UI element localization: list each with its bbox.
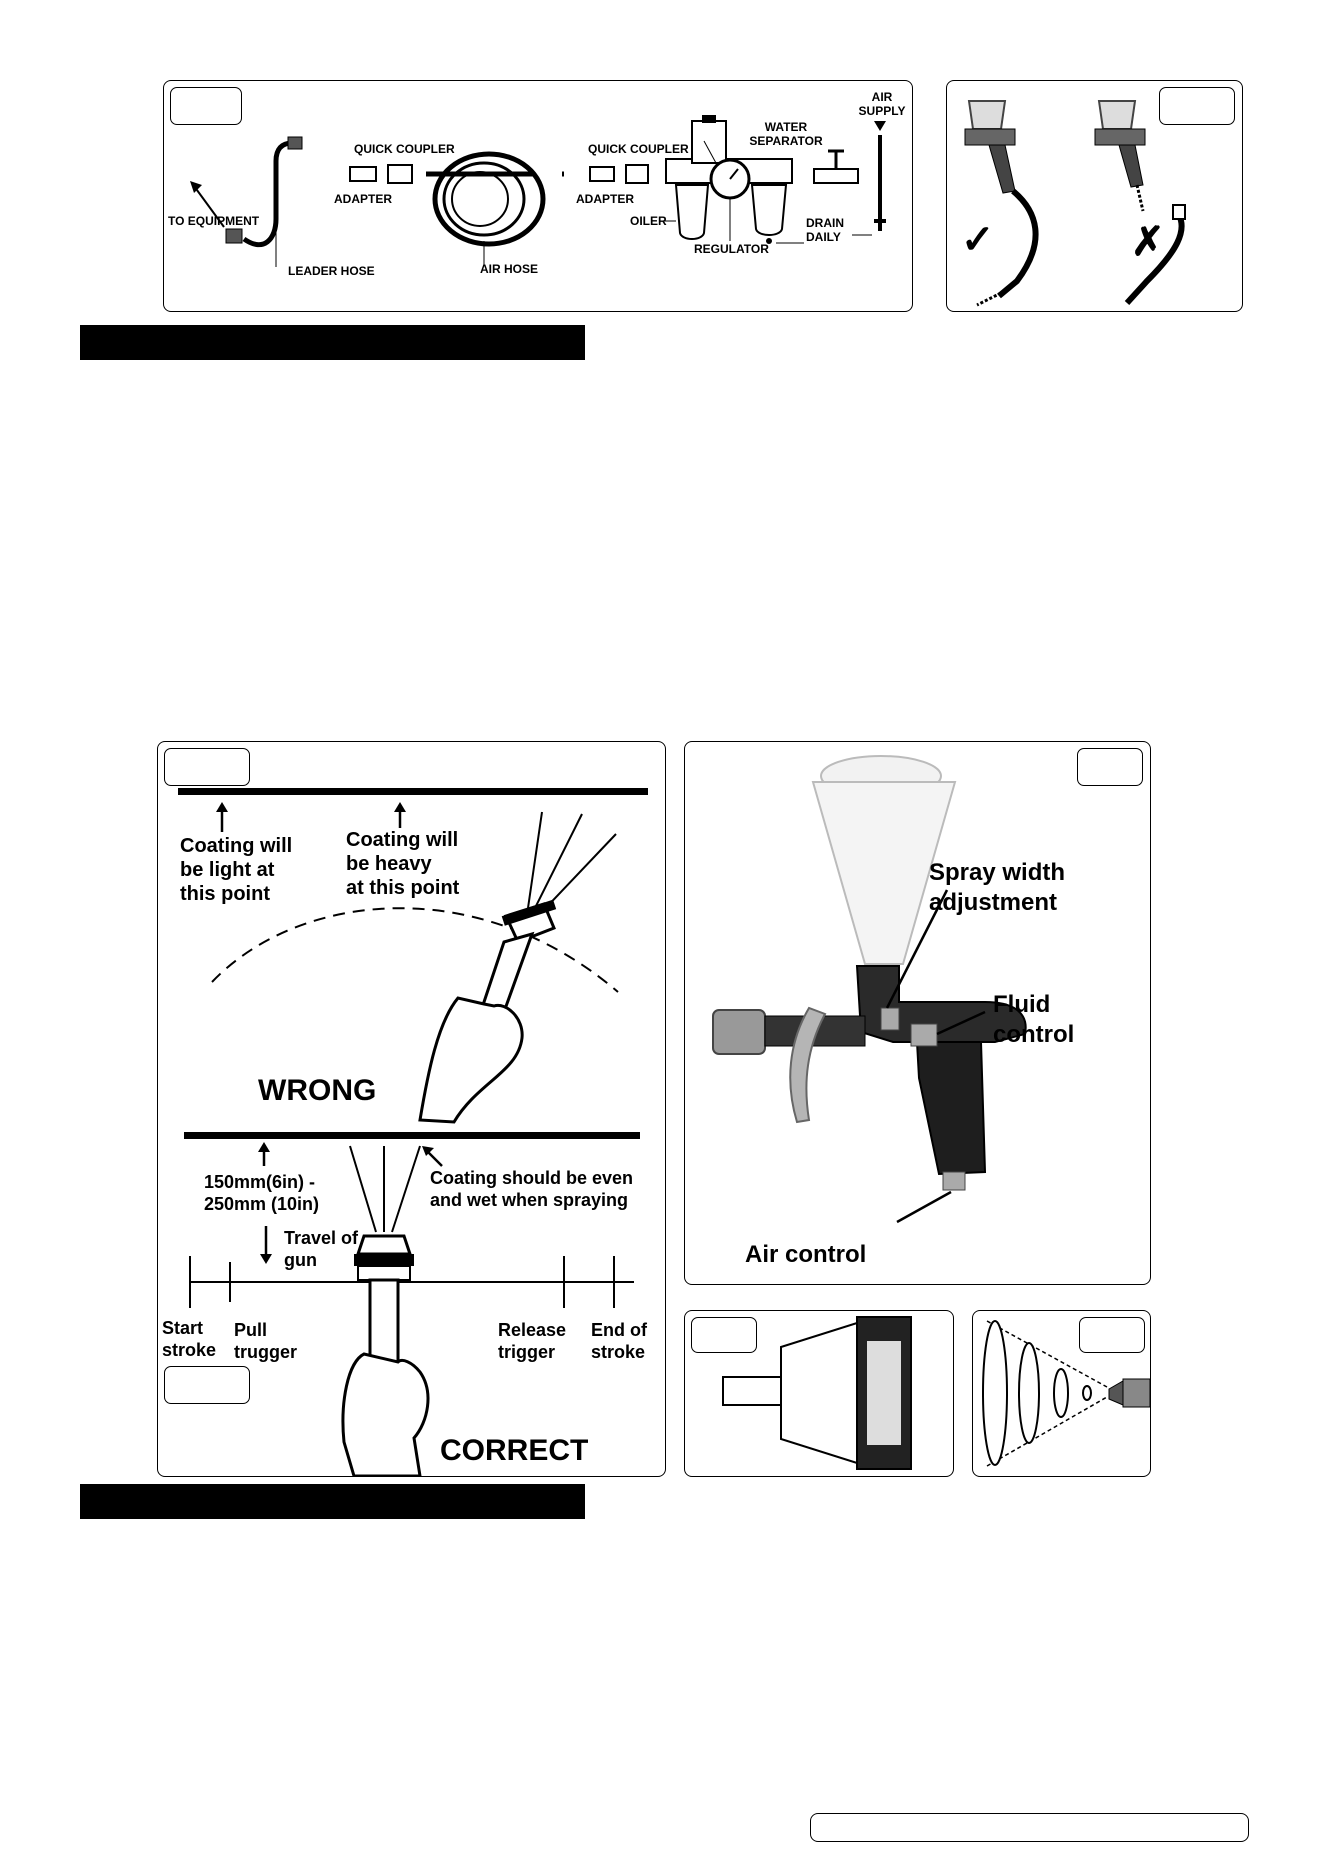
air-cap-body bbox=[780, 1321, 858, 1465]
footer-box bbox=[810, 1813, 1249, 1842]
hose-layout-drawing: AIR SUPPLY QUICK COUPLER QUICK COUPLER W… bbox=[168, 90, 906, 278]
nozzle bbox=[1108, 1380, 1124, 1406]
paint-cup bbox=[811, 781, 957, 965]
drain-daily-label: DRAIN bbox=[806, 216, 844, 230]
correct-check-icon: ✓ bbox=[961, 218, 995, 262]
to-equipment-arrow bbox=[190, 181, 202, 193]
hose-connection-drawing: ✓ ✗ bbox=[961, 100, 1186, 307]
wrong-gun-hand bbox=[418, 996, 524, 1124]
leader-hose-end-fitting bbox=[287, 136, 303, 150]
spray-technique-drawing: WRONG Coating will be light at this poin… bbox=[162, 788, 648, 1476]
air-control-knob bbox=[942, 1171, 966, 1191]
spray-width-knob bbox=[880, 1007, 900, 1031]
air-hose-coil bbox=[432, 151, 546, 247]
figure-air-cap bbox=[684, 1310, 954, 1477]
adapter-left-icon bbox=[349, 166, 377, 182]
oiler-label: OILER bbox=[630, 214, 667, 228]
to-equipment-label: TO EQUIPMENT bbox=[168, 214, 260, 228]
drain-daily-label: DAILY bbox=[806, 230, 841, 244]
gun-handle bbox=[915, 1041, 987, 1176]
quick-coupler-label: QUICK COUPLER bbox=[354, 142, 455, 156]
distance-label: 150mm(6in) - bbox=[204, 1172, 315, 1192]
even-coating-label: and wet when spraying bbox=[430, 1190, 628, 1210]
start-stroke-label: Start bbox=[162, 1318, 203, 1338]
regulator-label: REGULATOR bbox=[694, 242, 769, 256]
figure-hose-connection: ✓ ✗ bbox=[946, 80, 1243, 312]
quick-coupler-label: QUICK COUPLER bbox=[588, 142, 689, 156]
even-coating-label: Coating should be even bbox=[430, 1168, 633, 1188]
light-coating-label: this point bbox=[180, 883, 270, 905]
wrong-cross-icon: ✗ bbox=[1131, 220, 1165, 264]
pull-trigger-label: Pull bbox=[234, 1320, 267, 1340]
figure-spray-technique: WRONG Coating will be light at this poin… bbox=[157, 741, 666, 1477]
figure-number-tag bbox=[1159, 87, 1235, 125]
arc-dashed bbox=[211, 907, 619, 993]
adapter-label: ADAPTER bbox=[334, 192, 392, 206]
fluid-control-knob bbox=[910, 1023, 938, 1047]
end-stroke-label: stroke bbox=[591, 1342, 645, 1362]
release-trigger-label: trigger bbox=[498, 1342, 555, 1362]
trigger bbox=[789, 1006, 827, 1124]
air-cap-drawing bbox=[722, 1316, 912, 1470]
air-supply-arrow bbox=[874, 121, 886, 131]
pattern-ellipse-1 bbox=[982, 1320, 1008, 1466]
correct-gun-hand bbox=[341, 1352, 430, 1476]
correct-label: CORRECT bbox=[440, 1434, 588, 1467]
coupler-right-icon bbox=[625, 164, 649, 184]
spray-width-label: Spray width bbox=[929, 859, 1065, 886]
disconnected-hose bbox=[1124, 213, 1185, 306]
figure-number-tag bbox=[164, 1366, 250, 1404]
travel-of-gun-label: gun bbox=[284, 1250, 317, 1270]
distance-label: 250mm (10in) bbox=[204, 1194, 319, 1214]
air-supply-label: AIR bbox=[872, 90, 893, 104]
figure-number-tag bbox=[1079, 1317, 1145, 1353]
spray-width-label: adjustment bbox=[929, 889, 1057, 916]
air-supply-label: SUPPLY bbox=[859, 104, 906, 118]
travel-of-gun-label: Travel of bbox=[284, 1228, 359, 1248]
heavy-coating-label: be heavy bbox=[346, 853, 432, 875]
pattern-ellipse-2 bbox=[1018, 1342, 1040, 1444]
leader-hose-label: LEADER HOSE bbox=[288, 264, 375, 278]
adapter-label: ADAPTER bbox=[576, 192, 634, 206]
light-coating-label: Coating will bbox=[180, 835, 292, 857]
figure-number-tag bbox=[691, 1317, 757, 1353]
heavy-coating-label: at this point bbox=[346, 877, 460, 899]
water-separator-bowl bbox=[750, 184, 788, 236]
pull-trigger-label: trugger bbox=[234, 1342, 297, 1362]
adapter-right-icon bbox=[589, 166, 615, 182]
start-stroke-label: stroke bbox=[162, 1340, 216, 1360]
figure-number-tag bbox=[1077, 748, 1143, 786]
pattern-ellipse-3 bbox=[1053, 1368, 1069, 1418]
leader-hose-line bbox=[242, 140, 293, 248]
spray-pattern-drawing bbox=[982, 1320, 1150, 1467]
figure-hose-layout: AIR SUPPLY QUICK COUPLER QUICK COUPLER W… bbox=[163, 80, 913, 312]
figure-number-tag bbox=[170, 87, 242, 125]
heavy-coating-label: Coating will bbox=[346, 829, 458, 851]
water-separator-label: SEPARATOR bbox=[749, 134, 823, 148]
figure-number-tag bbox=[164, 748, 250, 786]
pattern-ellipse-4 bbox=[1082, 1385, 1092, 1401]
wrong-label: WRONG bbox=[258, 1074, 376, 1107]
air-cap-horn bbox=[722, 1376, 782, 1406]
connected-hose bbox=[997, 188, 1039, 299]
end-stroke-label: End of bbox=[591, 1320, 648, 1340]
oiler-bowl bbox=[674, 184, 710, 240]
release-trigger-label: Release bbox=[498, 1320, 566, 1340]
coupler-left-icon bbox=[387, 164, 413, 184]
fluid-control-label: Fluid bbox=[993, 991, 1050, 1018]
figure-gun-controls: Spray width adjustment Fluid control Air… bbox=[684, 741, 1151, 1285]
water-separator-label: WATER bbox=[765, 120, 808, 134]
light-coating-label: be light at bbox=[180, 859, 275, 881]
air-control-label: Air control bbox=[745, 1241, 866, 1268]
air-hose-label: AIR HOSE bbox=[480, 262, 538, 276]
leader-hose-fitting bbox=[225, 228, 243, 244]
figure-spray-pattern bbox=[972, 1310, 1151, 1477]
fluid-control-label: control bbox=[993, 1021, 1074, 1048]
section-heading-bar bbox=[80, 1484, 585, 1519]
section-heading-bar bbox=[80, 325, 585, 360]
gun-controls-drawing: Spray width adjustment Fluid control Air… bbox=[712, 755, 1074, 1268]
